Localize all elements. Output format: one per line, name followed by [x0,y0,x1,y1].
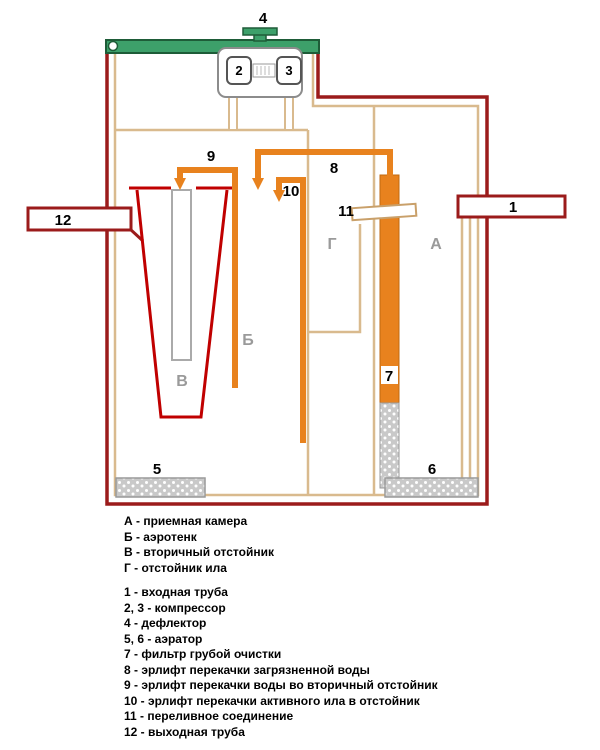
tank-inner-wall [113,53,480,497]
label-aerator-right: 6 [428,461,436,478]
compressor-connector [252,63,276,78]
legend-item-component: 9 - эрлифт перекачки воды во вторичный о… [124,678,438,692]
legend-item-chamber: А - приемная камера [124,514,248,528]
overflow-connection [350,202,418,222]
outlet-pipe [26,206,133,232]
compressor-unit-left [226,56,252,85]
label-aerator-left: 5 [153,461,161,478]
legend-spacer [124,576,594,585]
airlift-pipe-8 [255,149,393,178]
label-overflow: 11 [338,203,354,220]
legend-item-chamber: Б - аэротенк [124,529,197,544]
aerator-right [384,477,479,498]
filter-airlift-diffuser [379,402,400,489]
label-compressor-left: 2 [235,63,242,78]
settler-center-tube [171,189,192,361]
legend-item-component: 5, 6 - аэратор [124,631,203,646]
septic-station-diagram: 4 2 3 9 8 10 11 1 12 7 5 6 А Б В Г [26,10,567,506]
legend-item-component: 11 - переливное соединение [124,709,294,723]
settler-funnel-body [135,189,229,419]
legend-item-chamber: Г - отстойник ила [124,560,227,575]
airlift-pipe-9 [177,167,238,388]
label-deflector: 4 [259,10,268,27]
label-chamber-sludge: Г [327,236,336,253]
label-chamber-settler: В [176,373,188,390]
deflector-cap [242,27,278,36]
airlift-pipe-10 [276,177,306,443]
tank-outer-wall [105,42,489,506]
legend-item-component: 1 - входная труба [124,585,228,599]
compressor-unit-right [276,56,302,85]
legend: А - приемная камера Б - аэротенк В - вто… [124,514,594,740]
legend-item-component: 2, 3 - компрессор [124,600,226,615]
label-chamber-receiving: А [430,236,442,253]
label-airlift-waste: 8 [330,160,338,177]
legend-item-chamber: В - вторичный отстойник [124,545,274,559]
label-inlet: 1 [509,199,517,216]
pipe-8-arrowhead [252,178,264,190]
pipe-10-arrowhead [273,190,285,202]
label-compressor-right: 3 [285,63,292,78]
lid-hinge [107,40,119,52]
legend-item-component: 8 - эрлифт перекачки загрязненной воды [124,662,370,677]
label-filter: 7 [385,368,393,385]
compressor-air-line-left [228,94,238,131]
inlet-pipe [456,194,567,219]
label-airlift-secondary: 9 [207,148,215,165]
legend-item-component: 12 - выходная труба [124,724,245,739]
sludge-settler-wall [308,224,362,334]
legend-item-component: 10 - эрлифт перекачки активного ила в от… [124,693,420,708]
diagram-canvas: 4 2 3 9 8 10 11 1 12 7 5 6 А Б В Г [26,10,567,506]
label-chamber-aerotank: Б [242,332,254,349]
aerator-left [115,477,206,498]
pipe-9-arrowhead [174,178,186,190]
legend-item-component: 4 - дефлектор [124,616,207,630]
label-airlift-sludge: 10 [283,183,300,200]
compressor-air-line-right [284,94,294,131]
label-outlet: 12 [55,212,72,229]
legend-item-component: 7 - фильтр грубой очистки [124,647,282,661]
filter-label-plate [381,366,398,384]
